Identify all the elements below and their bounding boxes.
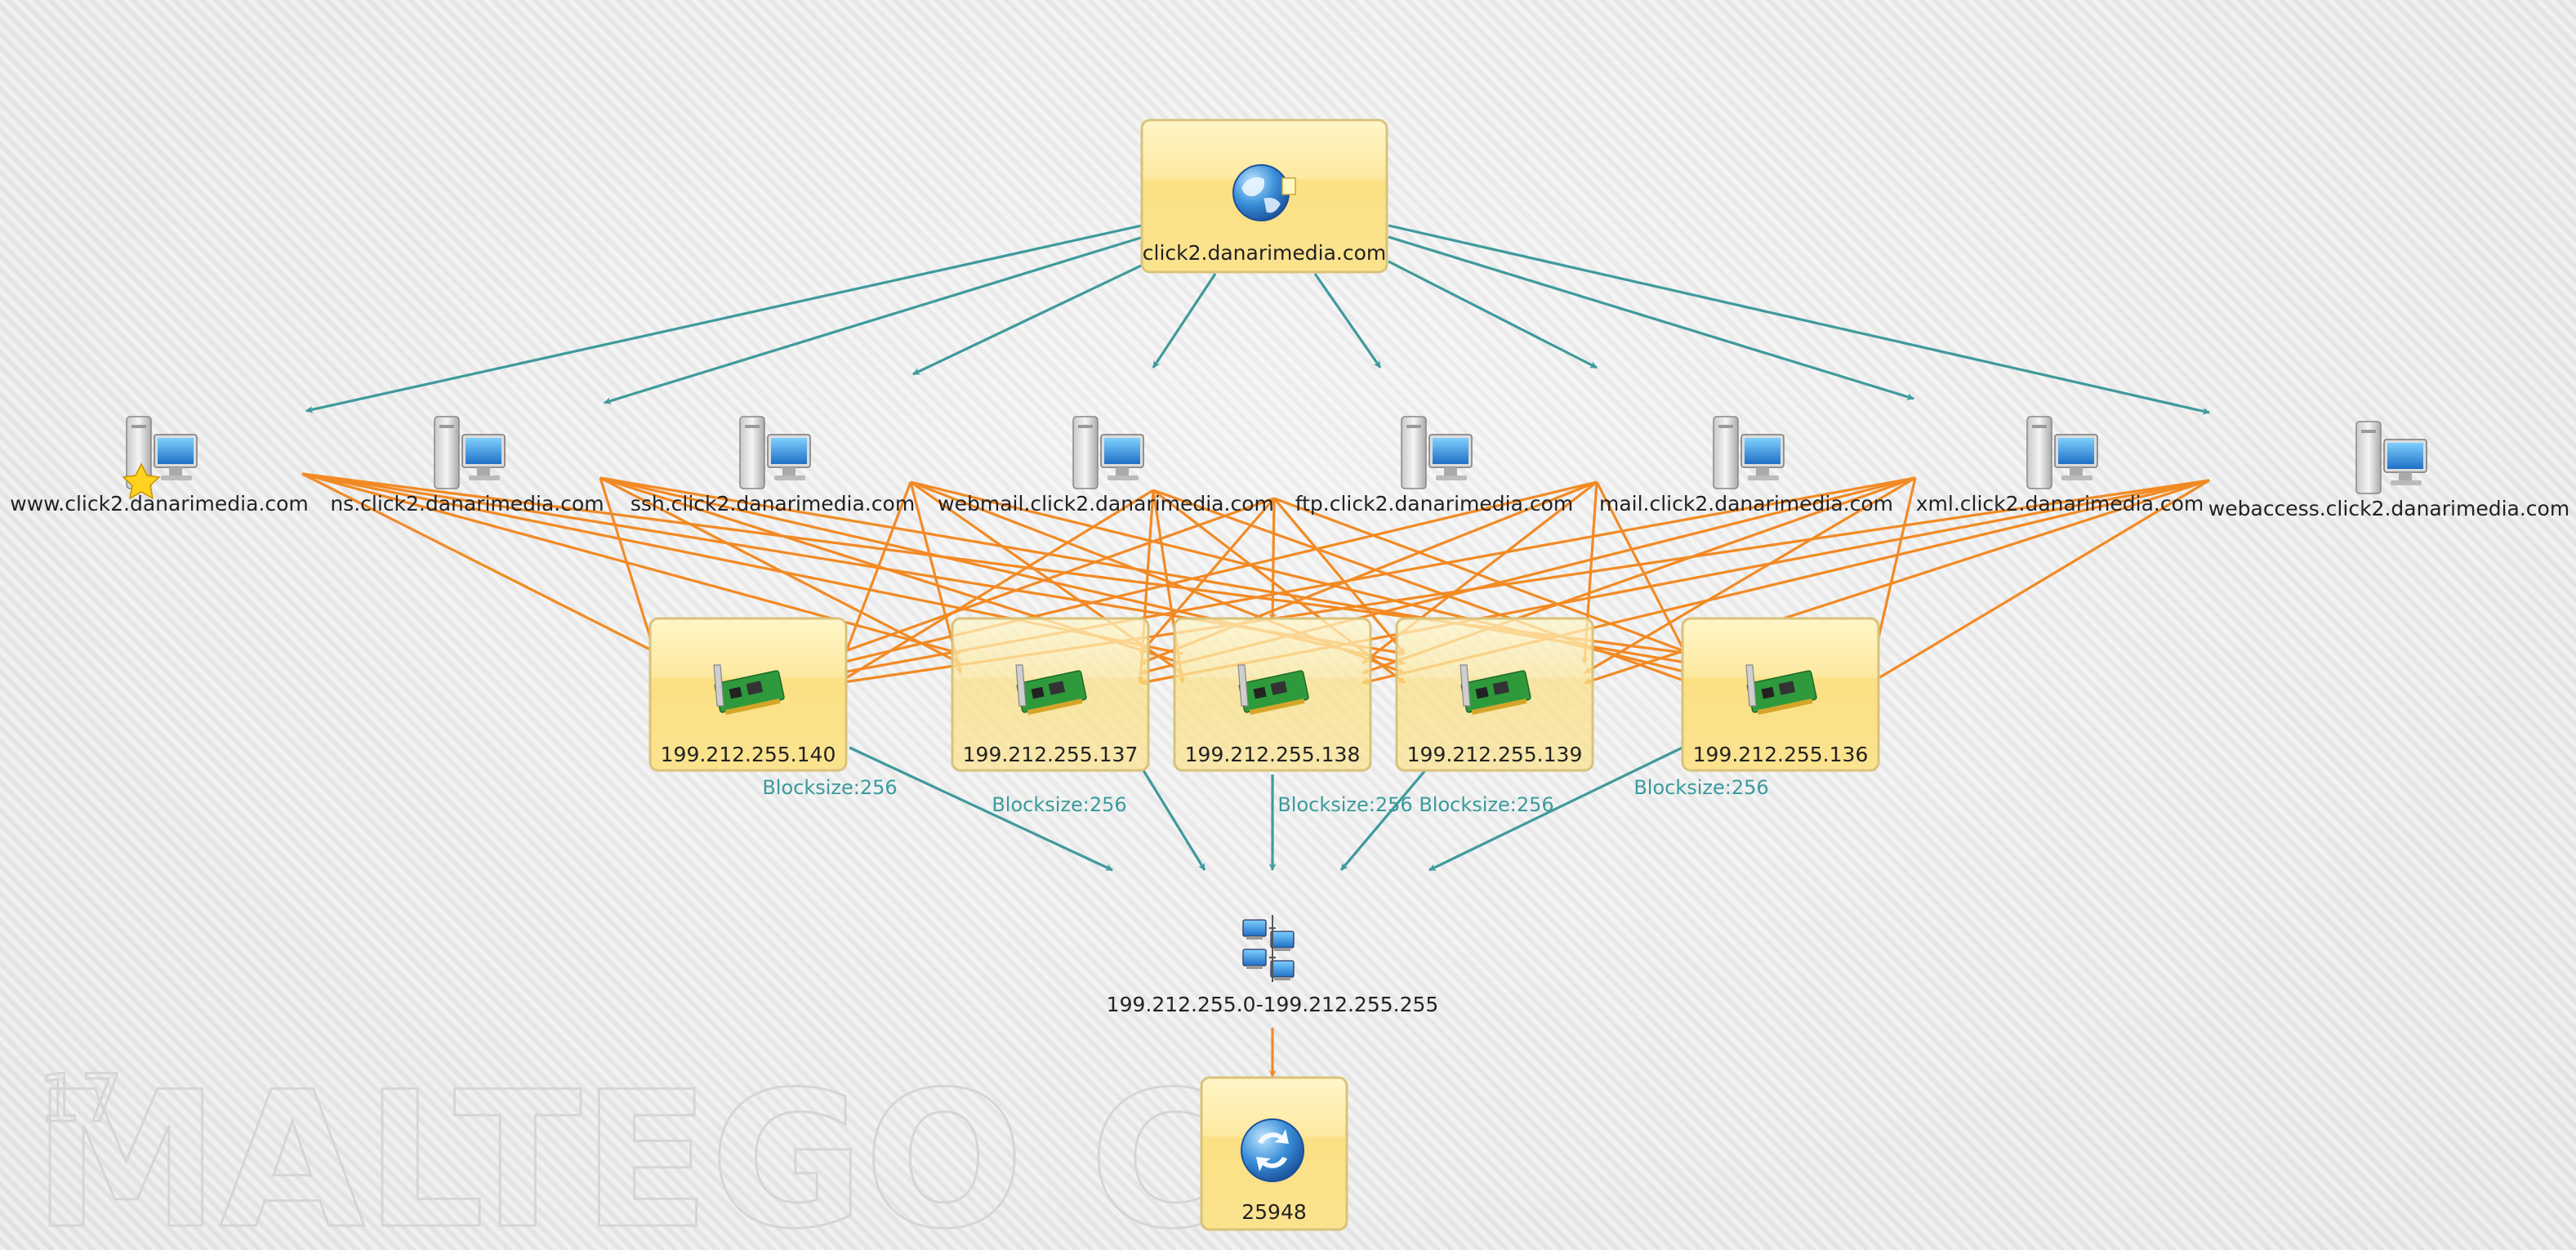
edge-domain-to-ns: [604, 235, 1144, 404]
server-computer-icon: [2026, 416, 2098, 489]
as-label: 25948: [1241, 1200, 1307, 1224]
dns-node-ftp[interactable]: ftp.click2.danarimedia.com: [1295, 416, 1573, 516]
edge-webaccess-to-ip136: [1870, 479, 2210, 685]
ip-label-ip139: 199.212.255.139: [1407, 743, 1583, 766]
dns-node-webaccess[interactable]: webaccess.click2.danarimedia.com: [2208, 421, 2569, 520]
server-computer-icon: [434, 416, 506, 489]
ip-node-ip138[interactable]: 199.212.255.138: [1173, 617, 1372, 772]
edge-ftp-to-ip136: [1273, 497, 1691, 655]
netblock-node[interactable]: 199.212.255.0-199.212.255.255: [1107, 915, 1439, 1016]
dns-label-webaccess: webaccess.click2.danarimedia.com: [2208, 497, 2569, 520]
as-globe-icon: [1241, 1118, 1304, 1182]
dns-node-mail[interactable]: mail.click2.danarimedia.com: [1599, 416, 1893, 516]
network-card-icon: [713, 664, 785, 716]
edge-www-to-ip140: [301, 472, 659, 655]
edge-ftp-to-ip139: [1272, 497, 1406, 655]
edge-webmail-to-ip136: [1152, 489, 1691, 685]
edge-ip136-to-netblock: [1428, 746, 1683, 872]
dns-label-ftp: ftp.click2.danarimedia.com: [1295, 492, 1573, 516]
dns-label-www: www.click2.danarimedia.com: [10, 492, 309, 516]
netblock-label: 199.212.255.0-199.212.255.255: [1107, 993, 1439, 1016]
edge-domain-to-xml: [1388, 235, 1914, 400]
dns-label-ssh: ssh.click2.danarimedia.com: [631, 492, 915, 516]
edge-domain-to-www: [305, 224, 1143, 413]
ip-label-ip137: 199.212.255.137: [963, 743, 1139, 766]
dns-label-xml: xml.click2.danarimedia.com: [1916, 492, 2204, 516]
domain-label: click2.danarimedia.com: [1143, 241, 1387, 265]
edge-domain-to-webmail: [1152, 273, 1217, 368]
edge-ssh-to-ip140: [836, 481, 912, 674]
edge-label-ip138: Blocksize:256: [1277, 793, 1412, 816]
edge-label-ip137: Blocksize:256: [992, 793, 1126, 816]
edge-domain-to-ssh: [912, 260, 1151, 376]
nodes-layer: click2.danarimedia.com www.click2.danarim…: [10, 118, 2569, 1231]
edge-label-ip139: Blocksize:256: [1419, 793, 1553, 816]
domain-node[interactable]: click2.danarimedia.com: [1140, 118, 1388, 274]
as-node[interactable]: 25948: [1200, 1076, 1348, 1231]
edge-label-ip136: Blocksize:256: [1633, 776, 1768, 799]
server-computer-icon: [1401, 416, 1473, 489]
domain-globe-icon: [1232, 164, 1290, 221]
edge-label-ip140: Blocksize:256: [762, 776, 897, 799]
ip-label-ip140: 199.212.255.140: [661, 743, 836, 766]
favorite-star-icon: [122, 462, 161, 500]
ip-label-ip138: 199.212.255.138: [1185, 743, 1361, 766]
edge-ns-to-ip140: [599, 477, 660, 664]
ip-node-ip137[interactable]: 199.212.255.137: [951, 617, 1150, 772]
edge-ip139-to-netblock: [1339, 769, 1427, 872]
netblock-icon: [1242, 915, 1295, 982]
edge-ip137-to-netblock: [1142, 770, 1206, 871]
dns-label-mail: mail.click2.danarimedia.com: [1599, 492, 1893, 516]
edge-domain-to-ftp: [1313, 273, 1382, 368]
edge-ip140-to-netblock: [849, 746, 1113, 872]
dns-node-ssh[interactable]: ssh.click2.danarimedia.com: [631, 416, 915, 516]
dns-node-www[interactable]: www.click2.danarimedia.com: [10, 416, 309, 516]
edge-domain-to-webaccess: [1388, 224, 2210, 415]
dns-node-ns[interactable]: ns.click2.danarimedia.com: [330, 416, 604, 516]
network-card-icon: [1460, 664, 1531, 716]
watermark-text: MALTEGO CL: [33, 1052, 1347, 1250]
ip-node-ip139[interactable]: 199.212.255.139: [1395, 617, 1594, 772]
watermark-number: 17: [39, 1060, 123, 1136]
dns-label-webmail: webmail.click2.danarimedia.com: [938, 492, 1274, 516]
dns-label-ns: ns.click2.danarimedia.com: [330, 492, 604, 516]
maltego-watermark: 17 MALTEGO CL: [32, 1051, 1348, 1250]
ip-label-ip136: 199.212.255.136: [1693, 743, 1869, 766]
ip-node-ip140[interactable]: 199.212.255.140: [648, 617, 848, 772]
edge-xml-to-ip139: [1584, 476, 1916, 675]
server-computer-icon: [1072, 416, 1144, 489]
network-card-icon: [1237, 664, 1309, 716]
ip-node-ip136[interactable]: 199.212.255.136: [1681, 617, 1880, 772]
edge-ftp-to-ip140: [837, 497, 1275, 655]
server-computer-icon: [739, 416, 811, 489]
network-card-icon: [1745, 664, 1817, 716]
edge-www-to-ip137: [301, 472, 961, 656]
dns-node-xml[interactable]: xml.click2.danarimedia.com: [1916, 416, 2204, 516]
website-server-icon: [122, 416, 198, 500]
edge-domain-to-mail: [1388, 260, 1598, 369]
dns-node-webmail[interactable]: webmail.click2.danarimedia.com: [938, 416, 1274, 516]
network-card-icon: [1015, 664, 1087, 716]
server-computer-icon: [2355, 421, 2427, 494]
server-computer-icon: [1713, 416, 1785, 489]
